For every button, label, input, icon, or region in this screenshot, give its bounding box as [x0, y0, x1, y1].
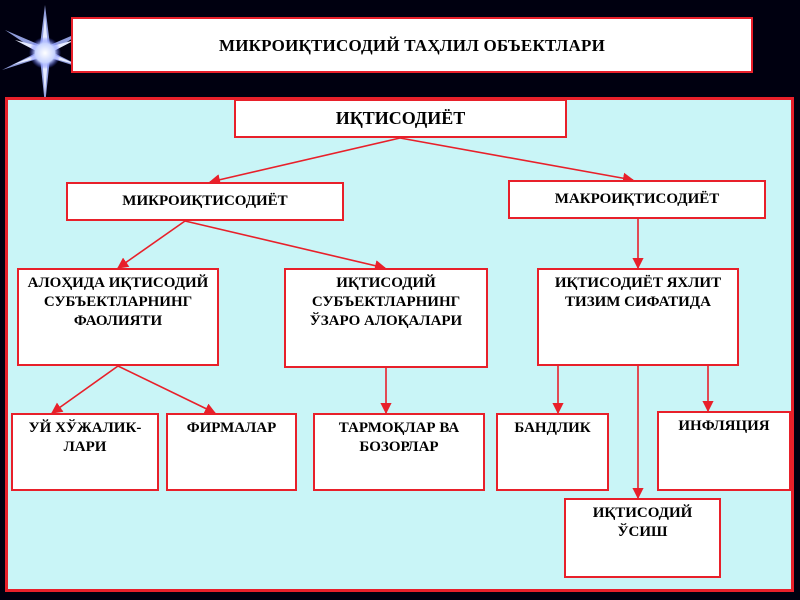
arrow-activity-firms [117, 365, 217, 414]
node-industries-markets: ТАРМОҚЛАР ВА БОЗОРЛАР [313, 413, 485, 491]
arrow-activity-households [51, 365, 119, 414]
node-firms: ФИРМАЛАР [166, 413, 297, 491]
arrow-micro-activity [117, 220, 186, 269]
arrow-root-macro [399, 137, 635, 184]
node-macroeconomics: МАКРОИҚТИСОДИЁТ [508, 180, 766, 219]
node-households: УЙ ХЎЖАЛИК-ЛАРИ [11, 413, 159, 491]
diagram-title: МИКРОИҚТИСОДИЙ ТАҲЛИЛ ОБЪЕКТЛАРИ [71, 17, 753, 73]
node-economy-as-system: ИҚТИСОДИЁТ ЯХЛИТ ТИЗИМ СИФАТИДА [537, 268, 739, 366]
arrow-root-micro [208, 137, 401, 186]
arrow-micro-relations [184, 220, 387, 272]
node-inflation: ИНФЛЯЦИЯ [657, 411, 791, 491]
node-subject-relations: ИҚТИСОДИЙ СУБЪЕКТЛАРНИНГ ЎЗАРО АЛОҚАЛАРИ [284, 268, 488, 368]
node-economy: ИҚТИСОДИЁТ [234, 99, 567, 138]
node-microeconomics: МИКРОИҚТИСОДИЁТ [66, 182, 344, 221]
node-economic-growth: ИҚТИСОДИЙ ЎСИШ [564, 498, 721, 578]
node-individual-activity: АЛОҲИДА ИҚТИСОДИЙ СУБЪЕКТЛАРНИНГ ФАОЛИЯТ… [17, 268, 219, 366]
star-icon [2, 5, 88, 105]
node-employment: БАНДЛИК [496, 413, 609, 491]
